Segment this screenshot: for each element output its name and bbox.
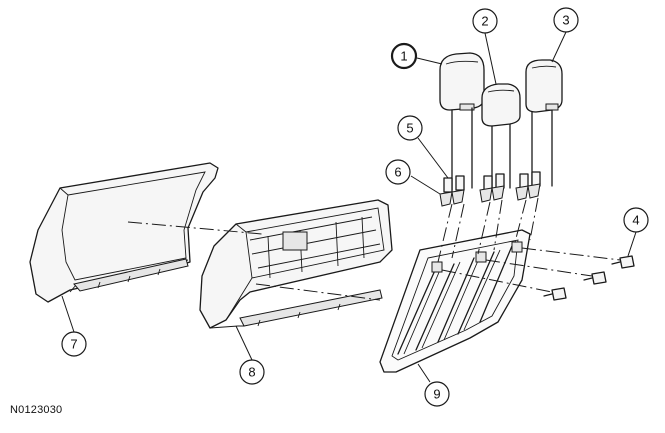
callout-3-label: 3	[562, 13, 569, 28]
figure-id-label: N0123030	[10, 404, 63, 416]
assembly-centerlines	[127, 197, 621, 301]
callout-8-label: 8	[248, 365, 255, 380]
callout-1: 1	[390, 42, 418, 70]
callout-2-label: 2	[481, 14, 488, 29]
callout-9: 9	[424, 381, 450, 407]
callout-4-label: 4	[632, 213, 639, 228]
callout-2: 2	[472, 8, 498, 34]
callout-5: 5	[397, 115, 423, 141]
callout-8: 8	[239, 359, 265, 385]
release-clips-part	[439, 183, 541, 207]
seat-back-cover-part	[29, 162, 219, 303]
headrest-left-part	[439, 52, 485, 191]
callout-leaders	[61, 31, 637, 383]
callout-7: 7	[61, 331, 87, 357]
callout-9-label: 9	[433, 387, 440, 402]
callout-6: 6	[385, 159, 411, 185]
callout-7-label: 7	[70, 337, 77, 352]
headrest-right-part	[525, 59, 563, 191]
seat-back-frame-part	[199, 199, 393, 329]
callout-3: 3	[553, 7, 579, 33]
push-pins-part	[543, 255, 635, 301]
callout-4: 4	[623, 207, 649, 233]
callout-1-label: 1	[400, 49, 407, 64]
callout-5-label: 5	[406, 121, 413, 136]
guide-frame-part	[379, 229, 531, 373]
callout-6-label: 6	[394, 165, 401, 180]
